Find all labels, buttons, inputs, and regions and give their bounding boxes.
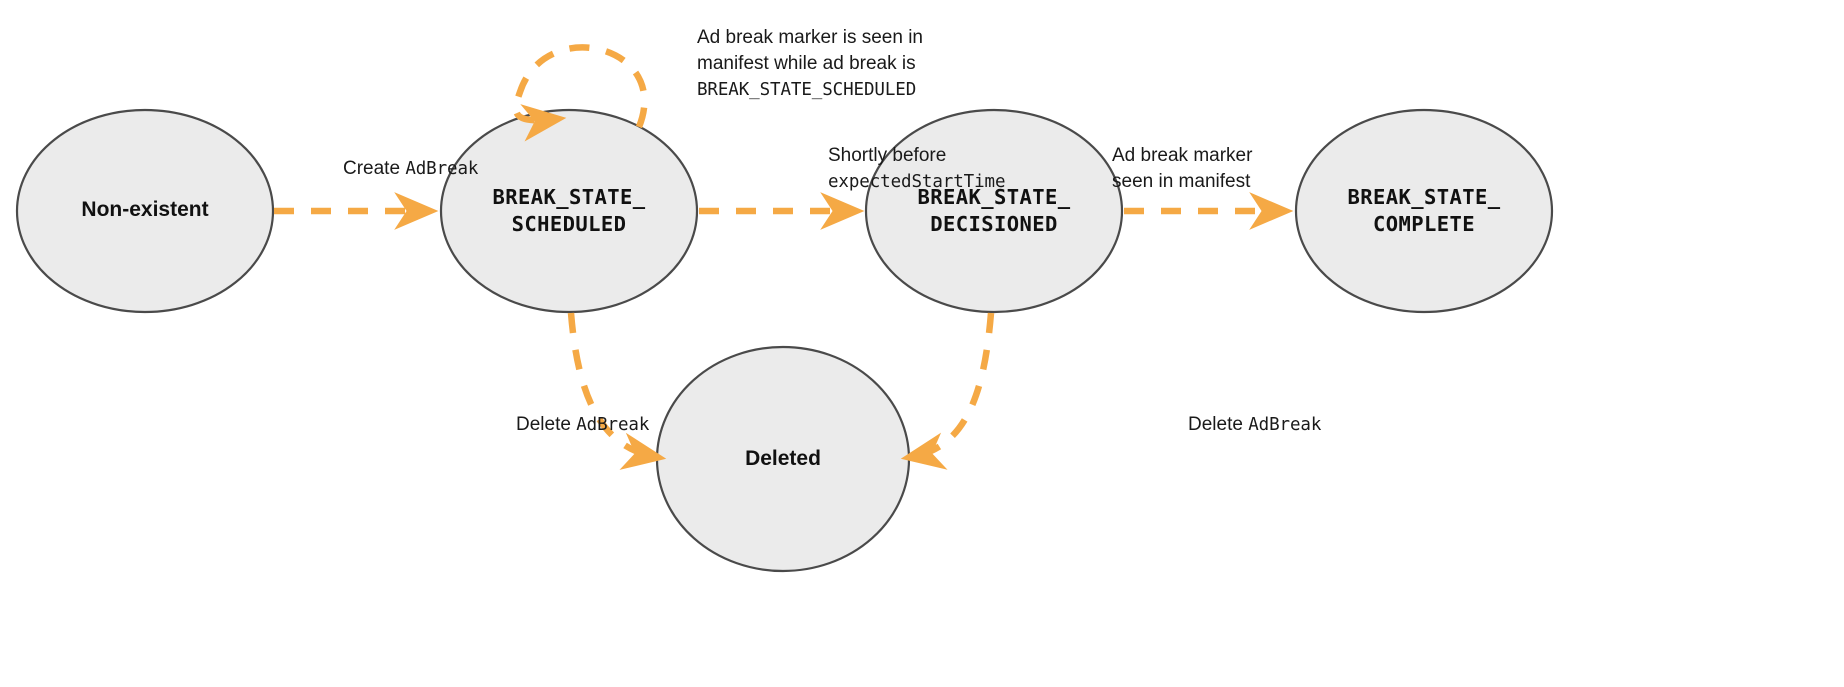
text-token: Ad break marker is seen in	[697, 27, 923, 48]
label-line: Delete AdBreak	[516, 412, 649, 438]
label-line: expectedStartTime	[828, 169, 1006, 195]
edge-delete-adbreak-from-scheduled[interactable]	[567, 312, 667, 470]
edge-label-shortly-before-expected-start-time: Shortly before expectedStartTime	[828, 143, 1006, 195]
edge-label-ad-break-marker-seen-in-manifest: Ad break marker seen in manifest	[1112, 143, 1252, 195]
label-line: Ad break marker	[1112, 143, 1252, 169]
label-line: Shortly before	[828, 143, 1005, 169]
edge-ad-break-marker-while-scheduled[interactable]	[512, 44, 648, 142]
node-break-state-complete[interactable]	[1294, 108, 1554, 314]
edge-label-ad-break-marker-while-scheduled: Ad break marker is seen in manifest while…	[697, 25, 923, 104]
node-non-existent[interactable]	[15, 108, 275, 314]
label-line: seen in manifest	[1112, 169, 1252, 195]
label-line: BREAK_STATE_SCHEDULED	[697, 77, 923, 103]
label-line: Ad break marker is seen in	[697, 25, 923, 51]
text-token: seen in manifest	[1112, 171, 1251, 193]
node-break-state-decisioned[interactable]	[864, 108, 1124, 314]
text-token: Create	[343, 158, 406, 179]
text-token: Ad break marker	[1112, 145, 1253, 166]
text-token: Shortly before	[828, 145, 947, 166]
code-token: AdBreak	[576, 415, 650, 435]
text-token: manifest while ad break is	[697, 53, 916, 75]
code-token: AdBreak	[405, 159, 479, 179]
text-token: Delete	[1188, 414, 1249, 435]
label-line: manifest while ad break is	[697, 51, 923, 77]
edges-layer	[274, 44, 1294, 470]
nodes-layer	[15, 108, 1554, 573]
code-token: BREAK_STATE_SCHEDULED	[697, 80, 917, 101]
node-deleted[interactable]	[655, 345, 911, 573]
code-token: AdBreak	[1248, 415, 1322, 435]
label-line: Create AdBreak	[343, 156, 478, 182]
text-token: Delete	[516, 414, 577, 435]
label-line: Delete AdBreak	[1188, 412, 1321, 438]
edge-label-create-adbreak: Create AdBreak	[343, 156, 478, 182]
edge-delete-adbreak-from-decisioned[interactable]	[900, 312, 995, 470]
node-break-state-scheduled[interactable]	[439, 108, 699, 314]
edge-label-delete-adbreak-from-scheduled: Delete AdBreak	[516, 412, 649, 438]
edge-label-delete-adbreak-from-decisioned: Delete AdBreak	[1188, 412, 1321, 438]
code-token: expectedStartTime	[828, 172, 1006, 193]
